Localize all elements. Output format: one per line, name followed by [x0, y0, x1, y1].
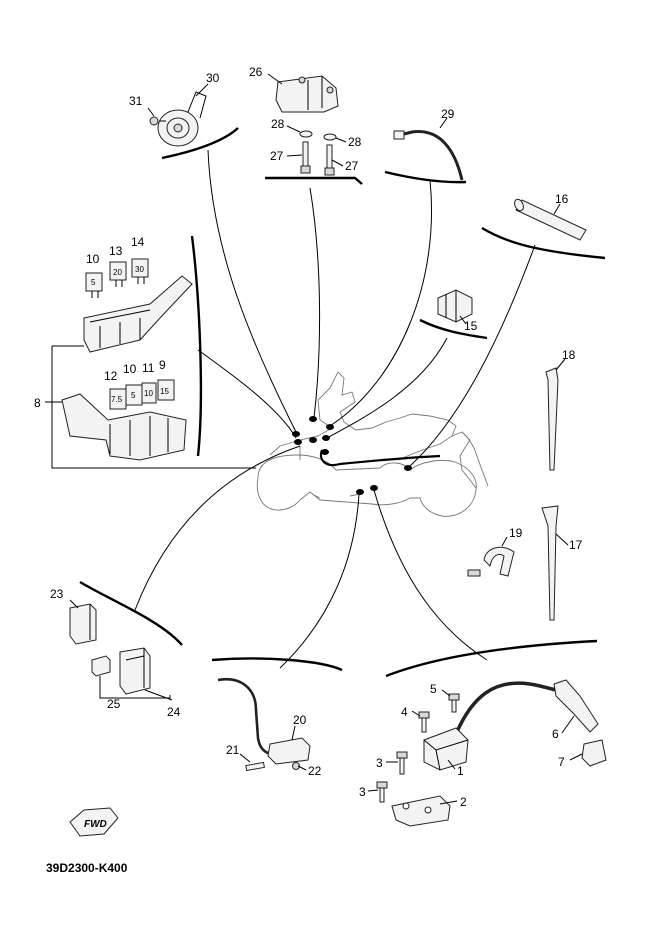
fuse-box-lower	[61, 393, 187, 461]
callout-2: 2	[460, 795, 467, 809]
callout-9: 9	[159, 358, 166, 372]
fuse-value: 7.5	[111, 395, 123, 404]
fuse	[157, 379, 175, 401]
fuse-values: 5 20 30 7.5 5 10 15	[91, 265, 169, 404]
callout-12: 12	[104, 369, 118, 383]
callout-27: 27	[345, 159, 359, 173]
callout-3: 3	[359, 785, 366, 799]
callout-26: 26	[249, 65, 263, 79]
callout-5: 5	[430, 682, 437, 696]
motorcycle-silhouette	[256, 371, 489, 517]
horn-group	[149, 91, 207, 147]
washer	[323, 133, 337, 141]
fwd-label: FWD	[84, 819, 107, 830]
relay	[119, 647, 151, 695]
callout-29: 29	[441, 107, 455, 121]
plug-cap	[553, 679, 599, 733]
callout-13: 13	[109, 244, 123, 258]
wire-harness	[319, 449, 441, 467]
screw	[245, 761, 265, 772]
callout-27: 27	[270, 149, 284, 163]
leader-lines	[134, 149, 536, 669]
callout-23: 23	[50, 587, 64, 601]
callout-3: 3	[376, 756, 383, 770]
callout-31: 31	[129, 94, 143, 108]
callout-21: 21	[226, 743, 240, 757]
sidestand-switch	[267, 737, 311, 765]
callout-15: 15	[464, 319, 478, 333]
callout-8: 8	[34, 396, 41, 410]
fuse-box-group	[61, 258, 193, 461]
cable-tie-18	[545, 367, 559, 471]
group-bracket-lines	[51, 127, 606, 678]
relay-unit	[275, 75, 339, 113]
bolt	[326, 144, 333, 172]
callout-19: 19	[509, 526, 523, 540]
callout-28: 28	[271, 117, 285, 131]
fuse-value: 30	[135, 265, 144, 274]
bolt	[399, 755, 405, 775]
callout-4: 4	[401, 705, 408, 719]
relay	[69, 603, 97, 645]
coil-bracket	[391, 795, 451, 827]
washer	[299, 130, 313, 138]
fwd-arrow: FWD	[69, 807, 119, 837]
cable-tie-17	[541, 505, 559, 621]
coupler-group	[437, 289, 473, 323]
callout-10: 10	[123, 362, 137, 376]
connector-points	[292, 416, 412, 495]
callout-6: 6	[552, 727, 559, 741]
sensor-wire-group	[393, 130, 464, 181]
callout-16: 16	[555, 192, 569, 206]
plug-cap-cover	[581, 739, 607, 767]
horn-bolt	[149, 116, 159, 126]
callout-25: 25	[107, 697, 121, 711]
callout-10: 10	[86, 252, 100, 266]
fuse	[109, 261, 127, 281]
relay-23-25-group	[69, 603, 173, 701]
fuse-value: 5	[131, 391, 136, 400]
fuse-value: 10	[144, 389, 153, 398]
callout-28: 28	[348, 135, 362, 149]
fuse	[131, 258, 149, 278]
protector-tube	[514, 198, 587, 241]
ignition-coil-group	[376, 679, 607, 827]
callout-1: 1	[457, 764, 464, 778]
callout-17: 17	[569, 538, 583, 552]
callout-numbers: 31 30 26 28 28 27 27 29 16 10 13 14 15 1…	[34, 65, 583, 809]
sensor-wire	[399, 130, 464, 181]
fuse-box-upper	[83, 275, 193, 353]
callout-18: 18	[562, 348, 576, 362]
callout-24: 24	[167, 705, 181, 719]
fuse-value: 20	[113, 268, 122, 277]
diagram-code: 39D2300-K400	[46, 861, 128, 875]
relay-socket	[91, 655, 111, 677]
callout-20: 20	[293, 713, 307, 727]
callout-14: 14	[131, 235, 145, 249]
callout-leaders	[45, 73, 583, 805]
callout-11: 11	[142, 361, 155, 375]
sidestand-switch-group	[217, 677, 311, 772]
fuse	[85, 272, 103, 292]
fuse-value: 5	[91, 278, 96, 287]
cable-ties-group	[467, 367, 559, 621]
coupler	[437, 289, 473, 323]
callout-7: 7	[558, 755, 565, 769]
callout-30: 30	[206, 71, 220, 85]
callout-22: 22	[308, 764, 322, 778]
ignition-coil	[423, 727, 469, 771]
fuse	[141, 382, 157, 404]
cable-clamp-19	[483, 546, 515, 577]
fuse-value: 15	[160, 387, 169, 396]
relay-group	[275, 75, 339, 176]
